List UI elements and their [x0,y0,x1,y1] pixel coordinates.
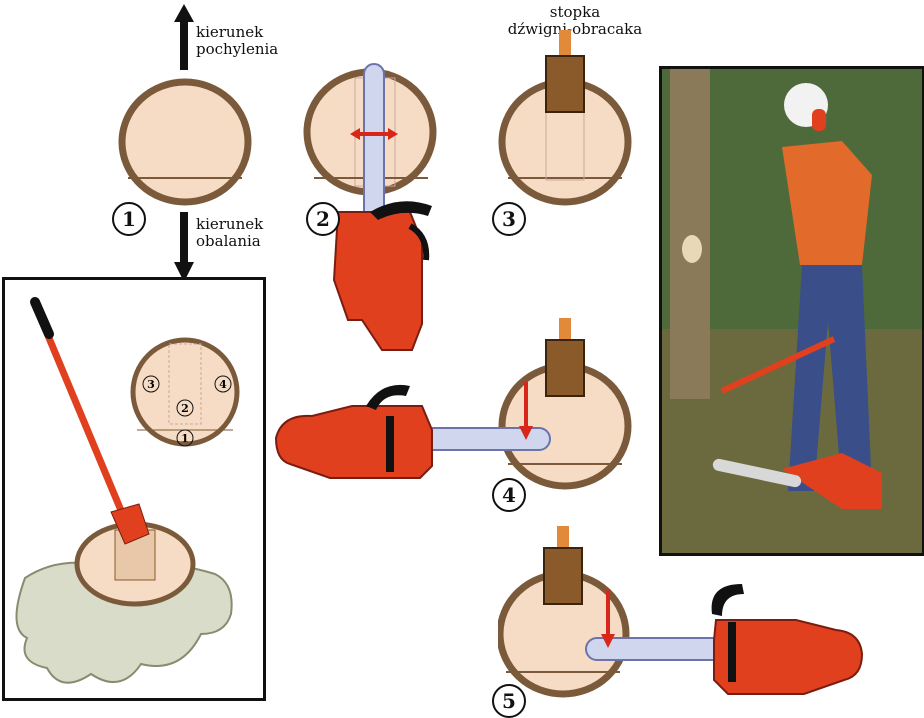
tree-trunk [670,69,710,399]
svg-text:4: 4 [219,378,227,391]
step5-diagram [498,526,864,698]
chainsaw-handle [370,201,432,220]
chainsaw-handle [711,584,744,616]
log-cross-section [118,78,252,206]
wedge-foot [545,55,585,113]
photo-panel [659,66,924,556]
mark-1: 1 [176,429,194,447]
lean-arrow [174,4,194,70]
mark-4: 4 [214,375,232,393]
stump-diagram-circle [130,337,240,447]
lever-blade [110,503,150,545]
svg-text:1: 1 [181,432,189,445]
chainsaw-body [713,619,864,695]
step-2-badge: 2 [306,202,340,236]
jacket [782,141,872,265]
lever-grip [30,297,54,339]
svg-text:3: 3 [147,378,155,391]
step1-diagram [118,4,252,282]
step-1-badge: 1 [112,202,146,236]
step2-diagram [303,63,437,351]
mark-2: 2 [176,399,194,417]
chainsaw-handle [366,384,410,410]
wedge-lever [557,526,569,552]
step3-diagram [498,30,632,206]
lever-shaft [35,310,129,524]
chainsaw [782,453,882,509]
svg-text:2: 2 [181,402,189,415]
fall-arrow [174,212,194,282]
stump-panel: 3 2 4 1 [2,277,266,701]
wedge-foot [543,547,583,605]
wedge-foot [545,339,585,397]
lever-tool [720,336,836,394]
saw-bar [363,63,385,225]
step4-diagram [274,318,632,490]
step-3-badge: 3 [492,202,526,236]
forestry-worker-photo [662,69,922,553]
wedge-lever [559,318,571,344]
chainsaw-body [274,405,433,479]
step-4-badge: 4 [492,478,526,512]
mark-3: 3 [142,375,160,393]
wedge-lever [559,30,571,58]
trousers [788,265,872,491]
step-5-badge: 5 [492,684,526,718]
stump-illustration: 3 2 4 1 [15,297,240,684]
